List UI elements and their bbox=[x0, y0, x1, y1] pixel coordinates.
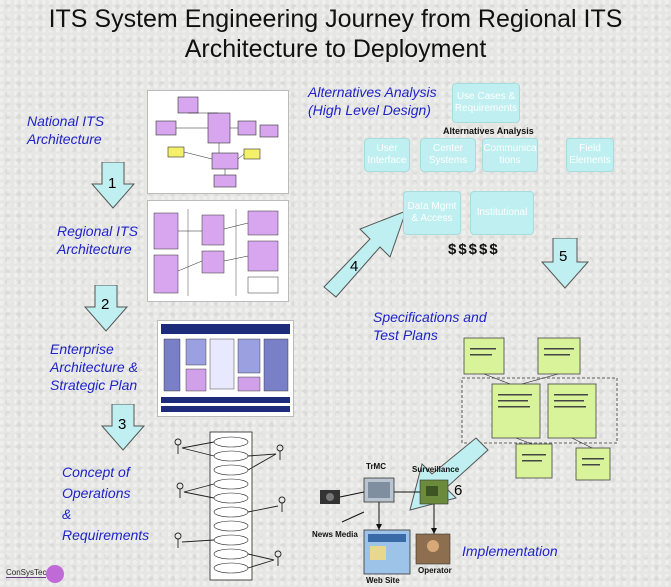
arrow-1 bbox=[90, 162, 136, 209]
label-line: Requirements bbox=[62, 527, 150, 543]
national-architecture-diagram bbox=[147, 90, 289, 194]
label-line: Regional ITS bbox=[57, 223, 138, 239]
label-line: Test Plans bbox=[373, 327, 438, 343]
arrow-3 bbox=[100, 404, 146, 451]
web-site-label: Web Site bbox=[366, 576, 400, 585]
label-specifications: Specifications and Test Plans bbox=[373, 308, 487, 344]
label-line: (High Level Design) bbox=[308, 102, 431, 118]
label-regional-its: Regional ITS Architecture bbox=[57, 222, 138, 258]
news-media-label: News Media bbox=[312, 530, 358, 539]
label-line: Architecture bbox=[27, 131, 102, 147]
use-cases-box: Use Cases & Requirements bbox=[452, 83, 520, 123]
communications-box: Communications bbox=[482, 138, 538, 172]
label-line: Enterprise bbox=[50, 341, 114, 357]
consystec-logo: ConSysTec bbox=[6, 565, 68, 583]
label-implementation: Implementation bbox=[462, 543, 558, 559]
label-national-its: National ITS Architecture bbox=[27, 112, 104, 148]
logo-text: ConSysTec bbox=[6, 568, 47, 578]
page-title: ITS System Engineering Journey from Regi… bbox=[0, 4, 671, 64]
cost-indicator: $$$$$ bbox=[448, 241, 500, 258]
label-line: National ITS bbox=[27, 113, 105, 129]
label-alternatives: Alternatives Analysis (High Level Design… bbox=[308, 83, 437, 119]
regional-architecture-diagram bbox=[147, 200, 289, 302]
label-line: Architecture bbox=[57, 241, 132, 257]
title-line-2: Architecture to Deployment bbox=[184, 35, 487, 63]
user-interface-box: User Interface bbox=[364, 138, 410, 172]
operator-label: Operator bbox=[418, 566, 452, 575]
institutional-box: Institutional bbox=[470, 191, 534, 235]
alternatives-heading: Alternatives Analysis bbox=[443, 126, 534, 136]
label-line: Alternatives Analysis bbox=[308, 84, 437, 100]
label-conops: Concept of Operations & Requirements bbox=[62, 462, 149, 546]
label-line: Concept of bbox=[62, 464, 130, 480]
arrow-number-6: 6 bbox=[454, 482, 463, 499]
enterprise-architecture-diagram bbox=[157, 320, 294, 417]
field-elements-box: Field Elements bbox=[566, 138, 614, 172]
arrow-number-4: 4 bbox=[350, 258, 359, 275]
data-mgmt-box: Data Mgmt & Access bbox=[403, 191, 461, 235]
title-line-1: ITS System Engineering Journey from Regi… bbox=[48, 5, 623, 33]
arrow-number-2: 2 bbox=[101, 296, 110, 313]
label-line: & bbox=[62, 506, 72, 522]
logo-circle bbox=[46, 565, 64, 583]
arrow-5 bbox=[540, 238, 590, 289]
arrow-2 bbox=[83, 285, 129, 332]
specifications-document-diagram bbox=[461, 337, 618, 481]
trmc-label: TrMC bbox=[366, 462, 386, 471]
label-line: Strategic Plan bbox=[50, 377, 138, 393]
label-line: Specifications and bbox=[373, 309, 487, 325]
arrow-4 bbox=[323, 210, 407, 298]
implementation-illustration bbox=[320, 477, 451, 575]
label-line: Architecture & bbox=[50, 359, 138, 375]
conops-context-diagram bbox=[174, 431, 286, 581]
surveillance-label: Surveillance bbox=[412, 465, 460, 474]
arrow-number-3: 3 bbox=[118, 416, 127, 433]
arrow-number-1: 1 bbox=[108, 175, 117, 192]
arrow-number-5: 5 bbox=[559, 248, 568, 265]
label-line: Operations bbox=[62, 485, 131, 501]
center-systems-box: Center Systems bbox=[420, 138, 476, 172]
label-enterprise: Enterprise Architecture & Strategic Plan bbox=[50, 340, 138, 394]
